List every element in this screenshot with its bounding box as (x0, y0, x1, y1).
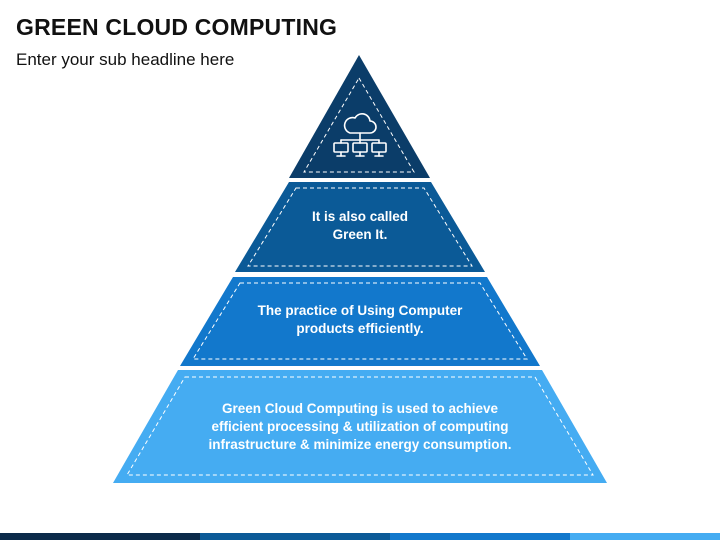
pyramid-apex (289, 55, 430, 178)
page-subtitle: Enter your sub headline here (16, 50, 235, 69)
footer-segment-2 (200, 533, 390, 540)
tier-2-text: The practice of Using Computer products … (257, 303, 463, 336)
footer-segment-3 (390, 533, 570, 540)
pyramid-tier-1-border (247, 187, 473, 267)
footer-segment-4 (570, 533, 720, 540)
cloud-network-icon (333, 113, 387, 157)
footer-color-bar (0, 533, 720, 540)
pyramid-apex-border (303, 77, 415, 173)
pyramid-tier-3-border (126, 376, 594, 476)
footer-segment-1 (0, 533, 200, 540)
pyramid-tier-2-border (192, 282, 528, 360)
pyramid-tier-3 (113, 370, 607, 483)
page-title: GREEN CLOUD COMPUTING (16, 14, 338, 40)
tier-3-text: Green Cloud Computing is used to achieve… (208, 401, 512, 452)
pyramid-tier-1 (235, 182, 485, 272)
pyramid-tier-2 (180, 277, 540, 366)
tier-1-text: It is also called Green It. (311, 209, 409, 242)
